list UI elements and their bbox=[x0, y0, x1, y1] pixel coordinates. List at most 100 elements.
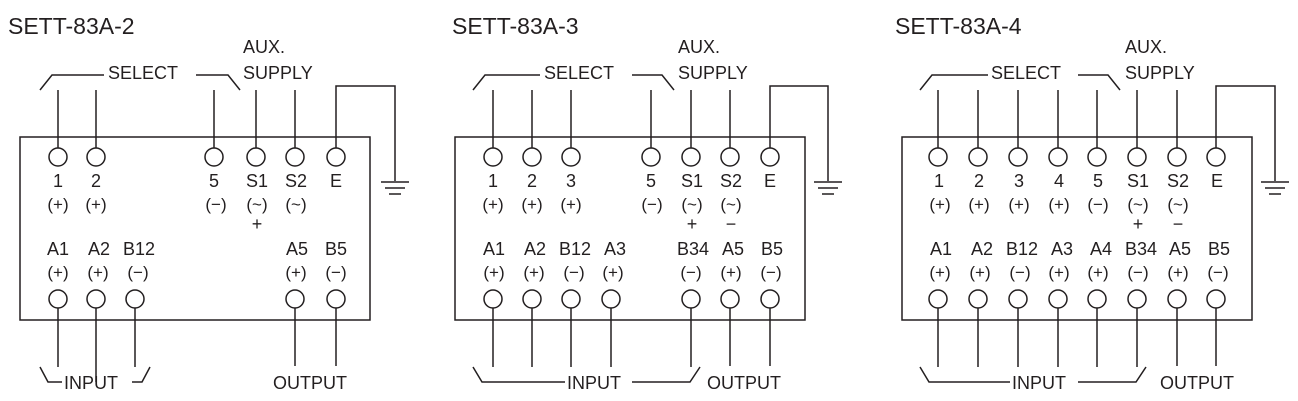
terminal-block bbox=[19, 136, 371, 321]
input-label: INPUT bbox=[1012, 373, 1066, 393]
input-bracket bbox=[919, 366, 1010, 383]
earth-ground-icon bbox=[381, 181, 409, 195]
terminal-polarity: (−) bbox=[641, 195, 662, 214]
terminal-circle bbox=[720, 289, 740, 309]
select-label: SELECT bbox=[991, 63, 1061, 83]
terminal-circle bbox=[681, 147, 701, 167]
terminal-id: S2 bbox=[720, 171, 742, 191]
terminal-circle bbox=[1206, 289, 1226, 309]
output-label: OUTPUT bbox=[707, 373, 781, 393]
terminal-id: B12 bbox=[123, 239, 155, 259]
terminal-circle bbox=[522, 289, 542, 309]
terminal-polarity: (+) bbox=[560, 195, 581, 214]
terminal-circle bbox=[1048, 289, 1068, 309]
terminal-sub-sign: − bbox=[1173, 214, 1184, 234]
select-label: SELECT bbox=[108, 63, 178, 83]
terminal-polarity: (+) bbox=[483, 263, 504, 282]
terminal-circle bbox=[968, 147, 988, 167]
diagram-title: SETT-83A-2 bbox=[8, 13, 135, 39]
terminal-id: E bbox=[764, 171, 776, 191]
terminal-circle bbox=[1206, 147, 1226, 167]
terminal-id: A1 bbox=[483, 239, 505, 259]
terminal-id: S2 bbox=[285, 171, 307, 191]
terminal-id: 3 bbox=[566, 171, 576, 191]
terminal-circle bbox=[561, 147, 581, 167]
terminal-id: A2 bbox=[524, 239, 546, 259]
terminal-polarity: (−) bbox=[680, 263, 701, 282]
diagram-title: SETT-83A-3 bbox=[452, 13, 579, 39]
terminal-id: B12 bbox=[1006, 239, 1038, 259]
input-bracket bbox=[472, 366, 565, 383]
terminal-polarity: (+) bbox=[602, 263, 623, 282]
diagram-sett-83a-3: SETT-83A-3 SELECT AUX. SUPPLY 1 2 3 5 bbox=[452, 13, 842, 393]
terminal-id: 2 bbox=[91, 171, 101, 191]
terminal-id: E bbox=[1211, 171, 1223, 191]
earth-wire bbox=[1215, 85, 1276, 181]
terminal-id: 1 bbox=[488, 171, 498, 191]
terminal-id: B5 bbox=[325, 239, 347, 259]
diagram-sett-83a-2: SETT-83A-2 SELECT AUX. SUPPLY 1 2 bbox=[8, 13, 409, 393]
terminal-circle bbox=[483, 289, 503, 309]
terminal-id: A1 bbox=[47, 239, 69, 259]
terminal-circle bbox=[48, 147, 68, 167]
terminal-polarity: (~) bbox=[1127, 195, 1148, 214]
terminal-polarity: (−) bbox=[1087, 195, 1108, 214]
terminal-polarity: (~) bbox=[681, 195, 702, 214]
terminal-id: A5 bbox=[722, 239, 744, 259]
terminal-polarity: (+) bbox=[47, 263, 68, 282]
terminal-circle bbox=[522, 147, 542, 167]
terminal-id: B34 bbox=[677, 239, 709, 259]
terminal-polarity: (~) bbox=[285, 195, 306, 214]
terminal-polarity: (+) bbox=[720, 263, 741, 282]
input-bracket bbox=[132, 366, 151, 383]
terminal-polarity: (−) bbox=[760, 263, 781, 282]
supply-label: SUPPLY bbox=[678, 63, 748, 83]
terminal-circle bbox=[681, 289, 701, 309]
terminal-polarity: (~) bbox=[246, 195, 267, 214]
select-bracket bbox=[919, 74, 988, 91]
earth-ground-icon bbox=[814, 181, 842, 195]
terminal-circle bbox=[1127, 289, 1147, 309]
terminal-id: A2 bbox=[971, 239, 993, 259]
terminal-polarity: (+) bbox=[523, 263, 544, 282]
output-label: OUTPUT bbox=[1160, 373, 1234, 393]
terminal-circle bbox=[326, 147, 346, 167]
terminal-id: A5 bbox=[1169, 239, 1191, 259]
terminal-id: 4 bbox=[1054, 171, 1064, 191]
terminal-polarity: (+) bbox=[968, 195, 989, 214]
terminal-polarity: (−) bbox=[1009, 263, 1030, 282]
terminal-circle bbox=[1008, 147, 1028, 167]
earth-wire bbox=[769, 85, 829, 181]
terminal-polarity: (+) bbox=[1048, 263, 1069, 282]
terminal-circle bbox=[561, 289, 581, 309]
terminal-circle bbox=[928, 289, 948, 309]
terminal-id: A4 bbox=[1090, 239, 1112, 259]
terminal-polarity: (−) bbox=[127, 263, 148, 282]
terminal-id: 5 bbox=[209, 171, 219, 191]
input-bracket bbox=[39, 366, 62, 383]
terminal-id: A3 bbox=[604, 239, 626, 259]
terminal-id: A2 bbox=[88, 239, 110, 259]
terminal-sub-sign: + bbox=[687, 214, 698, 234]
aux-label: AUX. bbox=[1125, 37, 1167, 57]
terminal-circle bbox=[1087, 289, 1107, 309]
terminal-polarity: (+) bbox=[1048, 195, 1069, 214]
terminal-sub-sign: − bbox=[726, 214, 737, 234]
terminal-polarity: (+) bbox=[1087, 263, 1108, 282]
supply-label: SUPPLY bbox=[1125, 63, 1195, 83]
terminal-polarity: (+) bbox=[85, 195, 106, 214]
terminal-circle bbox=[246, 147, 266, 167]
terminal-polarity: (−) bbox=[1127, 263, 1148, 282]
diagram-sett-83a-4: SETT-83A-4 SELECT AUX. SUPPLY 1 2 bbox=[895, 13, 1289, 393]
terminal-id: B5 bbox=[761, 239, 783, 259]
terminal-circle bbox=[641, 147, 661, 167]
terminal-polarity: (+) bbox=[482, 195, 503, 214]
terminal-circle bbox=[928, 147, 948, 167]
terminal-id: A1 bbox=[930, 239, 952, 259]
terminal-id: B5 bbox=[1208, 239, 1230, 259]
terminal-circle bbox=[1087, 147, 1107, 167]
terminal-id: S2 bbox=[1167, 171, 1189, 191]
terminal-sub-sign: + bbox=[1133, 214, 1144, 234]
input-bracket bbox=[632, 366, 701, 383]
terminal-id: 1 bbox=[934, 171, 944, 191]
